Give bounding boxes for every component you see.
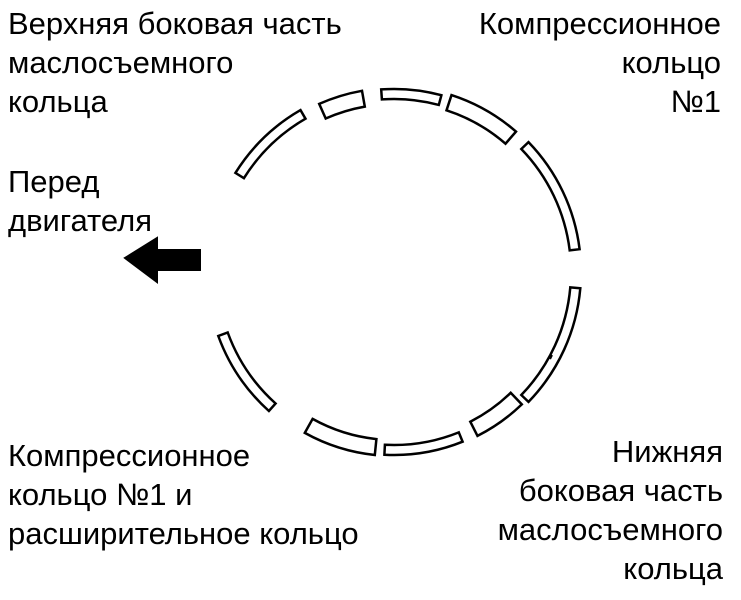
- arrow-left-icon: [123, 236, 201, 284]
- band-bottom-right: [468, 391, 524, 438]
- ring-bands: [216, 87, 582, 457]
- label-compression-ring-1: Компрессионное кольцо №1: [478, 6, 721, 119]
- band-right-upper: [519, 140, 581, 252]
- band-bottom-center: [383, 430, 465, 457]
- band-top-center: [379, 87, 443, 107]
- band-left-lower: [216, 330, 278, 413]
- band-top-left-short: [317, 89, 367, 121]
- label-compression-ring-1-and-expander: Компрессионное кольцо №1 и расширительно…: [8, 438, 359, 551]
- band-bottom-left: [303, 417, 378, 457]
- dot-mark: [549, 354, 553, 360]
- label-top-side-oil-ring: Верхняя боковая часть маслосъемного коль…: [8, 6, 342, 119]
- band-top-right: [444, 93, 518, 146]
- label-engine-front: Перед двигателя: [8, 164, 152, 238]
- band-left-upper: [233, 108, 308, 180]
- band-right-lower: [519, 286, 582, 404]
- label-bottom-side-oil-ring: Нижняя боковая часть маслосъемного кольц…: [497, 434, 723, 586]
